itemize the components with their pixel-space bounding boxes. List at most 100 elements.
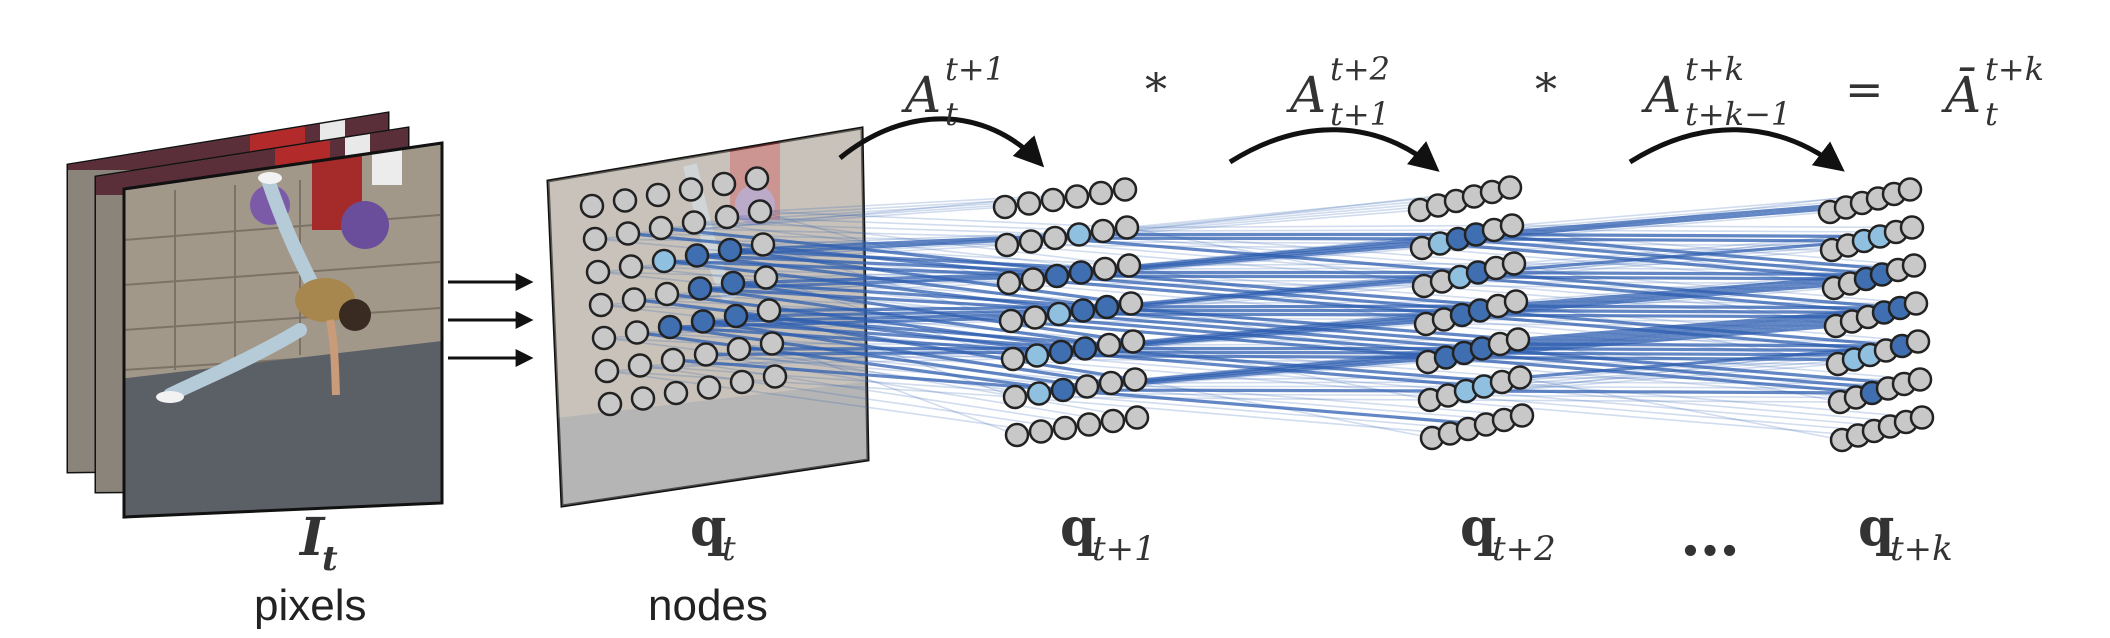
graph-node-active [722,272,744,294]
graph-node [1098,334,1120,356]
graph-node [996,234,1018,256]
term3-base: A [1641,66,1681,124]
graph-node [1094,258,1116,280]
graph-node [764,366,786,388]
label-frames: I t pixels [254,507,367,630]
affinity-edge [1107,306,1498,307]
graph-node [1905,293,1927,315]
graph-node [1020,231,1042,253]
graph-node [593,327,615,349]
graph-node [599,393,621,415]
graph-node [584,228,606,250]
graph-node [758,300,780,322]
svg-text:A: A [901,66,941,124]
graph-node-active [689,278,711,300]
graph-node [683,212,705,234]
graph-node [1090,182,1112,204]
graph-node [650,217,672,239]
node-grid-qtk [1819,179,1933,452]
affinity-edge [1482,349,1886,351]
graph-node [1124,369,1146,391]
graph-node [1006,424,1028,446]
graph-node [1018,193,1040,215]
graph-node [998,272,1020,294]
graph-node [623,289,645,311]
graph-node-active [1096,296,1118,318]
affinity-edge [1500,344,1902,346]
qt1-symbol: q [1060,497,1096,558]
graph-node [749,201,771,223]
graph-node-active [719,239,741,261]
result-superscript: t+k [1985,50,2044,88]
graph-node [1100,372,1122,394]
graph-node-active [725,305,747,327]
label-qt2: q t+2 [1460,497,1556,569]
graph-node [647,184,669,206]
term1-base: A [901,66,941,124]
graph-node-active-light [1068,224,1090,246]
video-frame-front [110,130,450,530]
nodes-caption: nodes [648,581,768,630]
graph-node [1054,417,1076,439]
label-qt1: q t+1 [1060,497,1156,569]
graph-node-active-light [1028,383,1050,405]
graph-node [1000,310,1022,332]
graph-node [1114,179,1136,201]
graph-node-active-light [1026,345,1048,367]
pixels-caption: pixels [254,581,367,630]
affinity-edge [1135,380,1432,439]
graph-node [1116,217,1138,239]
result-base: Ā [1941,66,1981,124]
graph-node [590,294,612,316]
curved-arrow-icon [1230,130,1435,168]
graph-node [1024,307,1046,329]
graph-node [581,195,603,217]
graph-node [680,179,702,201]
qt2-subscript: t+2 [1492,529,1556,569]
affinity-edge [1466,391,1872,393]
term2-base: A [1286,66,1326,124]
graph-node [1511,405,1533,427]
graph-node [1120,293,1142,315]
graph-node [596,360,618,382]
graph-node [698,377,720,399]
graph-node [1126,407,1148,429]
graph-node-active-light [653,250,675,272]
graph-node-active-light [1048,303,1070,325]
graph-node [1030,421,1052,443]
term2-subscript: t+1 [1330,95,1390,133]
result-subscript: t [1985,95,1998,133]
affinity-edge [1476,235,1880,237]
operator-multiply-2: * [1535,65,1557,116]
graph-node [614,190,636,212]
graph-node [1092,220,1114,242]
graph-node [1499,177,1521,199]
term2-superscript: t+2 [1330,50,1390,88]
graph-node [620,256,642,278]
graph-node [1903,255,1925,277]
graph-node [1911,407,1933,429]
graph-node [761,333,783,355]
affinity-edge [1480,311,1884,313]
graph-node-active [1074,338,1096,360]
curved-arrow-icon [840,119,1040,163]
graph-node-active [692,311,714,333]
term3-superscript: t+k [1685,50,1744,88]
graph-node [1509,367,1531,389]
transition-equation: A t+1 t * A t+2 t+1 * A t+k t+k−1 = Ā t+… [901,50,2044,133]
affinity-edge [1105,268,1496,269]
affinity-edge [1109,344,1500,345]
graph-node [662,349,684,371]
affinity-edge [1498,306,1900,308]
affinity-edge [1111,382,1502,383]
term1-subscript: t [945,95,958,133]
graph-node [728,338,750,360]
qt-symbol: q [690,497,726,558]
operator-multiply-1: * [1145,65,1167,116]
graph-node [1044,227,1066,249]
graph-node [716,206,738,228]
graph-node [746,168,768,190]
graph-node [632,388,654,410]
graph-node [994,196,1016,218]
